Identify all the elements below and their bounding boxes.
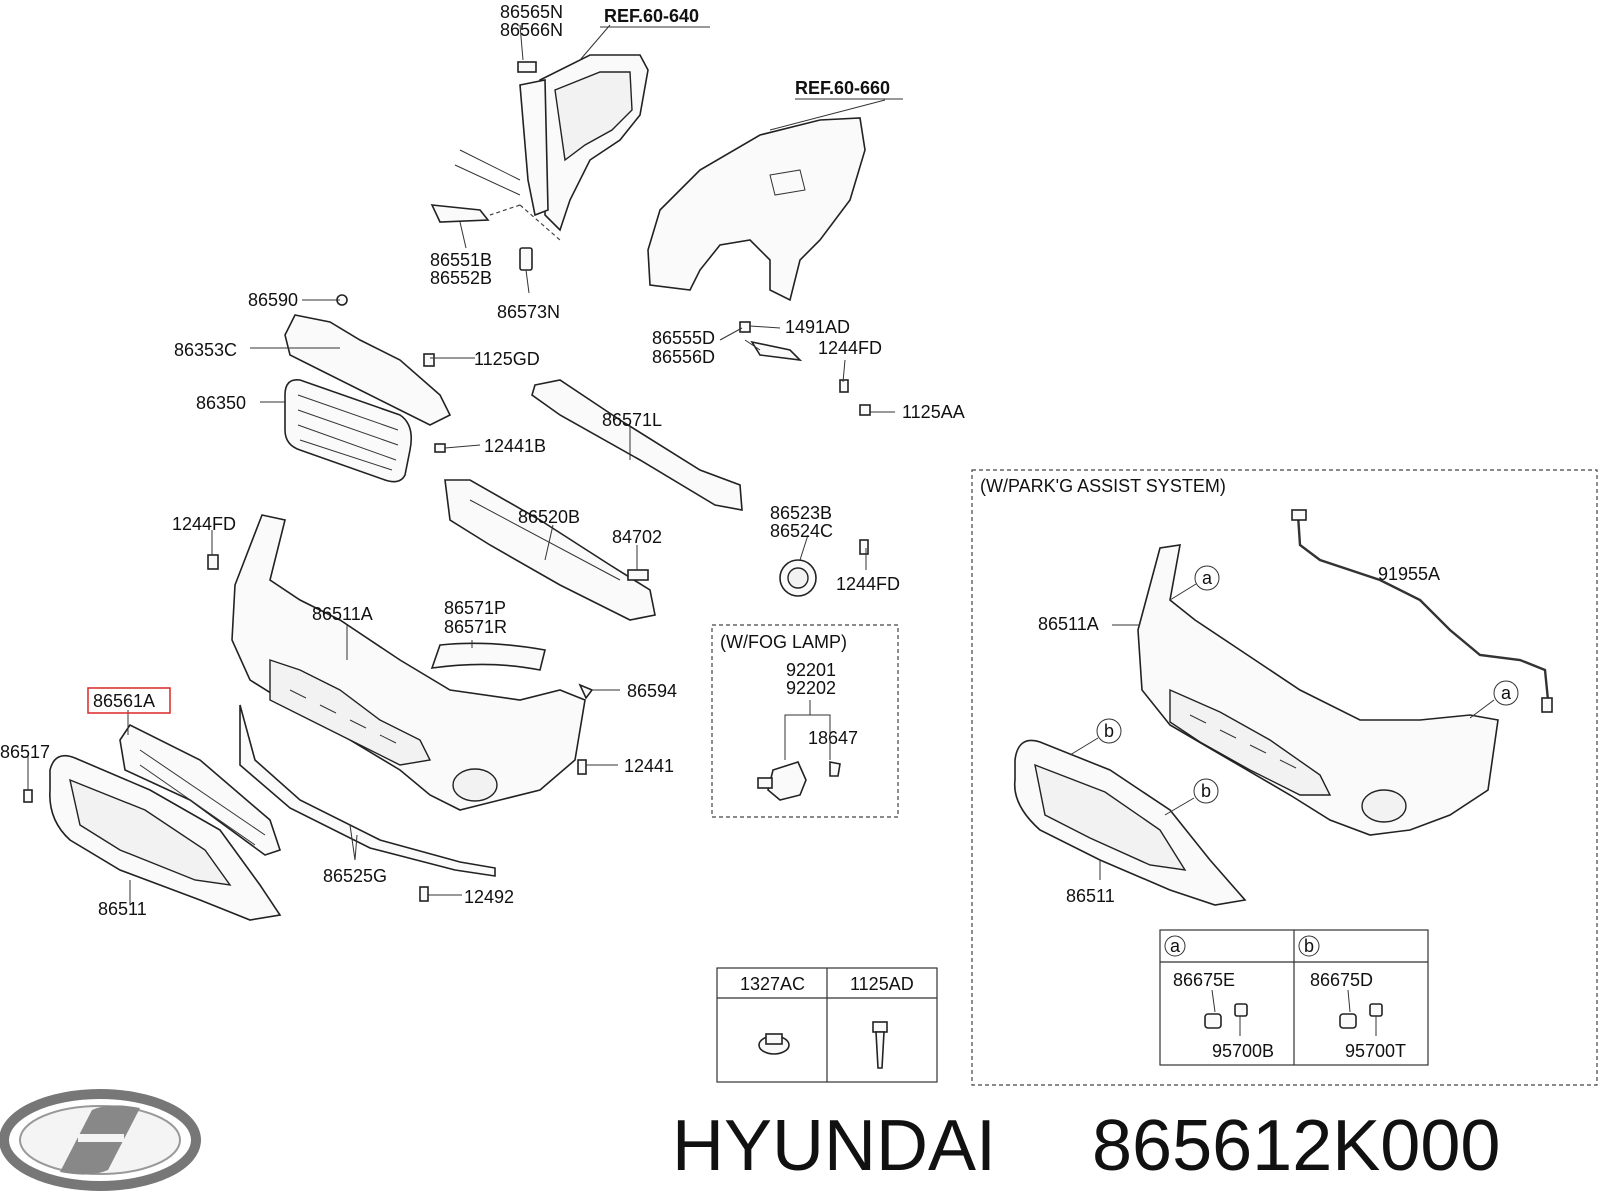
label-84702 <box>627 569 649 581</box>
park-assist-box: (W/PARK'G ASSIST SYSTEM) 91955A 86511A 8… <box>971 469 1598 1086</box>
label-86520B: 86520B <box>518 507 580 527</box>
label-86590: 86590 <box>248 290 298 310</box>
callout-b-2: b <box>1201 781 1211 801</box>
label-12441B: 12441B <box>484 436 546 456</box>
top-clip-86565N <box>517 61 537 73</box>
sensor-col-b: b <box>1304 936 1314 956</box>
label-1244FD-upper: 1244FD <box>818 338 882 358</box>
label-86566N: 86566N <box>500 20 563 40</box>
lower-strip-86525G <box>239 704 496 877</box>
label-86551B: 86551B <box>430 250 492 270</box>
label-12441: 12441 <box>624 756 674 776</box>
trim-86571P <box>430 642 546 671</box>
label-86675D: 86675D <box>1310 970 1373 990</box>
grille-cover-86353C <box>284 314 452 426</box>
fastener-table: 1327AC 1125AD <box>716 967 938 1083</box>
bracket-clip <box>430 204 490 223</box>
label-86571P: 86571P <box>444 598 506 618</box>
label-86555D: 86555D <box>652 328 715 348</box>
fender <box>647 117 866 302</box>
label-91955A: 91955A <box>1378 564 1440 584</box>
label-86525G: 86525G <box>323 866 387 886</box>
ref-60-640: REF.60-640 <box>604 6 699 26</box>
label-1125AA: 1125AA <box>902 402 965 422</box>
label-86571R: 86571R <box>444 617 507 637</box>
label-86524C: 86524C <box>770 521 833 541</box>
label-92201: 92201 <box>786 660 836 680</box>
label-86675E: 86675E <box>1173 970 1235 990</box>
label-86565N: 86565N <box>500 2 563 22</box>
label-86511A: 86511A <box>312 604 373 624</box>
label-86552B: 86552B <box>430 268 492 288</box>
energy-absorber-86520B <box>444 479 656 621</box>
label-1491AD: 1491AD <box>785 317 850 337</box>
lower-grille-86561A <box>119 723 282 856</box>
sensor-a-icon <box>1204 989 1248 1036</box>
brand-name: HYUNDAI <box>672 1106 996 1186</box>
fog-lamp-box: (W/FOG LAMP) 92201 92202 18647 <box>711 624 899 818</box>
callout-b-1: b <box>1104 721 1114 741</box>
bolt-86517 <box>23 789 33 803</box>
leader-lines <box>27 24 895 905</box>
label-86511A-park: 86511A <box>1038 614 1099 634</box>
callout-a-1: a <box>1202 568 1213 588</box>
label-1244FD-right: 1244FD <box>836 574 900 594</box>
label-86573N: 86573N <box>497 302 560 322</box>
part-labels: 86565N 86566N REF.60-640 REF.60-660 8655… <box>0 2 965 919</box>
fog-bezel-86523B <box>779 559 817 597</box>
fog-lamp-title: (W/FOG LAMP) <box>720 632 847 652</box>
callout-a-2: a <box>1501 683 1512 703</box>
bumper-cover-86511A <box>231 514 586 811</box>
park-assist-title: (W/PARK'G ASSIST SYSTEM) <box>980 476 1226 496</box>
label-86511-park: 86511 <box>1066 886 1115 906</box>
nut-icon <box>758 1033 790 1055</box>
label-92202: 92202 <box>786 678 836 698</box>
label-1125AD: 1125AD <box>850 974 914 994</box>
bolt-icon <box>872 1021 888 1069</box>
ref-60-660: REF.60-660 <box>795 78 890 98</box>
label-95700T: 95700T <box>1345 1041 1406 1061</box>
label-86511: 86511 <box>98 899 147 919</box>
sensor-col-a: a <box>1170 936 1181 956</box>
upper-beam-86571L <box>531 379 743 511</box>
lower-bezel-86511 <box>49 754 282 921</box>
label-86594: 86594 <box>627 681 677 701</box>
label-1327AC: 1327AC <box>740 974 805 994</box>
label-86350: 86350 <box>196 393 246 413</box>
label-86353C: 86353C <box>174 340 237 360</box>
part-number: 865612K000 <box>1092 1106 1500 1186</box>
small-clip-86573N <box>519 247 533 271</box>
label-84702: 84702 <box>612 527 662 547</box>
label-86556D: 86556D <box>652 347 715 367</box>
sensor-b-icon <box>1339 989 1383 1036</box>
highlight-box <box>87 687 171 714</box>
radiator-grille-86350 <box>284 378 413 483</box>
label-95700B: 95700B <box>1212 1041 1274 1061</box>
label-1244FD-left: 1244FD <box>172 514 236 534</box>
headlamp-bracket <box>454 54 649 241</box>
label-86571L: 86571L <box>602 410 662 430</box>
label-12492: 12492 <box>464 887 514 907</box>
label-86523B: 86523B <box>770 503 832 523</box>
label-1125GD: 1125GD <box>474 349 540 369</box>
label-86517: 86517 <box>0 742 50 762</box>
label-86561A: 86561A <box>93 691 155 711</box>
hyundai-logo <box>0 1089 201 1191</box>
fasteners <box>207 294 871 902</box>
label-18647: 18647 <box>808 728 858 748</box>
bracket-86555D <box>750 340 803 362</box>
